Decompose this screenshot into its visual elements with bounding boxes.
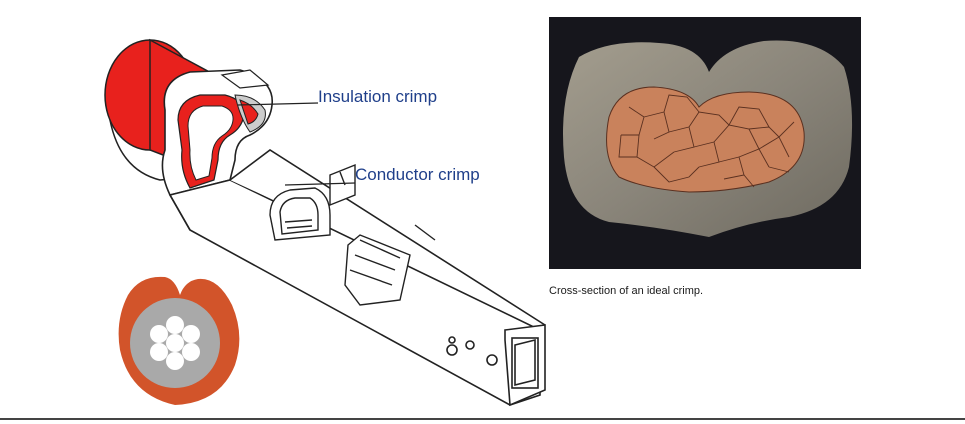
insulation-crimp-label: Insulation crimp — [318, 87, 437, 107]
bottom-divider — [0, 418, 965, 420]
conductor-crimp-label: Conductor crimp — [355, 165, 480, 185]
crimp-cross-section-photo — [549, 17, 861, 269]
crimp-terminal-drawing — [0, 0, 560, 410]
photo-caption: Cross-section of an ideal crimp. — [549, 285, 703, 297]
wire-cross-section-diagram — [110, 265, 250, 415]
